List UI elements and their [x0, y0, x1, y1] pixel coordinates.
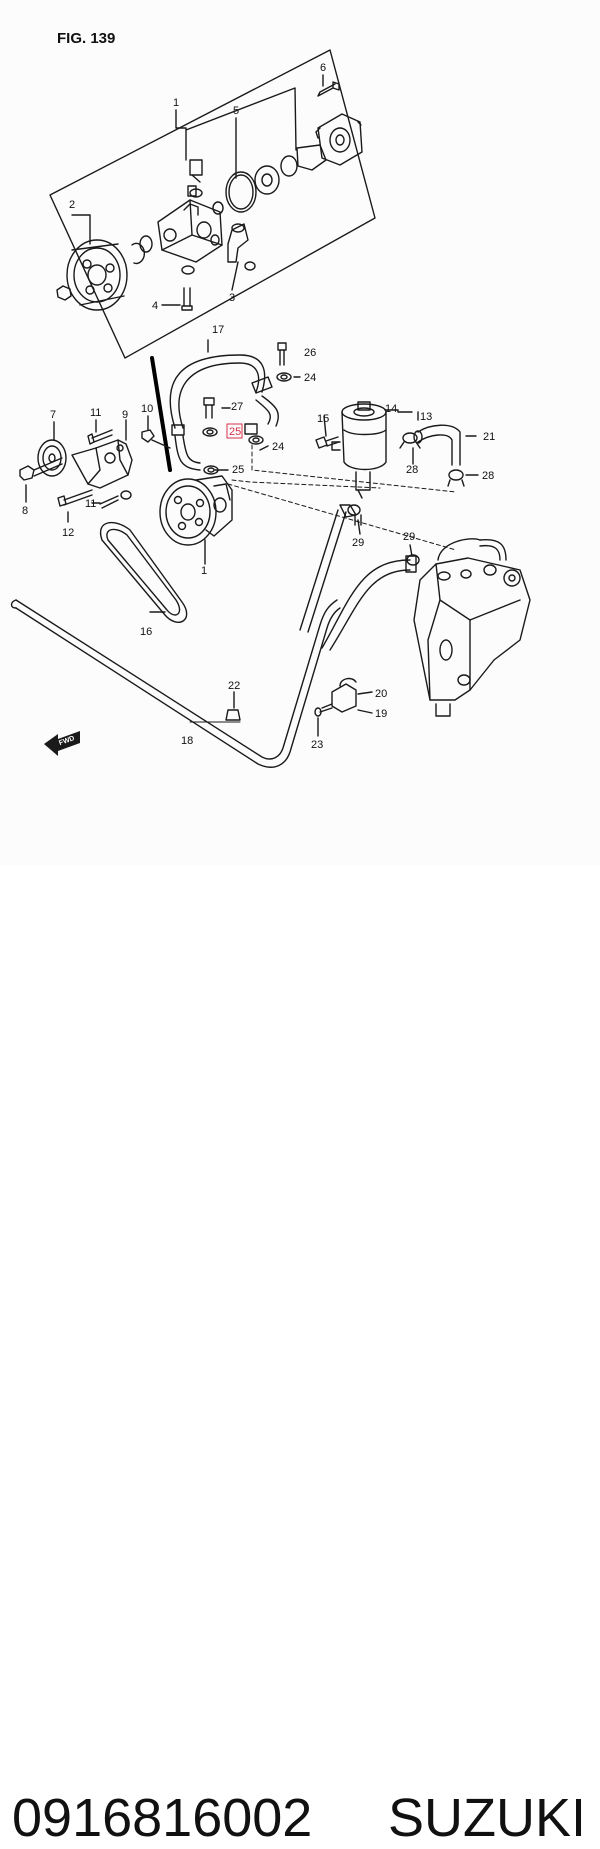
- callout-11a: 11: [90, 407, 101, 419]
- callout-25: 25: [232, 464, 244, 476]
- callout-24a: 24: [304, 372, 316, 384]
- exploded-frame: [49, 49, 376, 359]
- callout-12: 12: [62, 527, 74, 539]
- pump-assembly-lower: [159, 475, 233, 546]
- callout-1b: 1: [201, 565, 207, 577]
- callout-23: 23: [311, 739, 323, 751]
- parts-diagram: FIG. 139 FWD 1 2 3 4 5 6 7 8 9 10 11 11 …: [0, 0, 600, 865]
- pump-pulley-upper: [66, 239, 128, 311]
- footer: 0916816002 SUZUKI: [0, 865, 600, 1848]
- part-number: 0916816002: [12, 1788, 313, 1848]
- callout-1: 1: [173, 97, 179, 109]
- callout-26: 26: [304, 347, 316, 359]
- callout-28a: 28: [406, 464, 418, 476]
- callout-3: 3: [229, 292, 235, 304]
- callout-19: 19: [375, 708, 387, 720]
- callout-7: 7: [50, 409, 56, 421]
- callout-24b: 24: [272, 441, 284, 453]
- callout-21: 21: [483, 431, 495, 443]
- callout-27: 27: [231, 401, 243, 413]
- pump-rear-cover: [315, 113, 363, 166]
- fwd-arrow-icon: [44, 731, 80, 756]
- callout-2: 2: [69, 199, 75, 211]
- callout-4: 4: [152, 300, 158, 312]
- callout-11b: 11: [85, 498, 96, 510]
- pump-body-upper: [157, 199, 223, 275]
- callout-10: 10: [141, 403, 153, 415]
- callout-25-highlighted: 25: [229, 426, 241, 438]
- callout-22: 22: [228, 680, 240, 692]
- callout-20: 20: [375, 688, 387, 700]
- exploded-view-drawing: FIG. 139 FWD 1 2 3 4 5 6 7 8 9 10 11 11 …: [10, 30, 531, 768]
- reservoir-tank: [331, 401, 387, 499]
- callout-18: 18: [181, 735, 193, 747]
- callout-29a: 29: [352, 537, 364, 549]
- callout-9: 9: [122, 409, 128, 421]
- callout-5: 5: [233, 105, 239, 117]
- callout-28b: 28: [482, 470, 494, 482]
- figure-title: FIG. 139: [57, 30, 115, 47]
- callout-13: 13: [420, 411, 432, 423]
- callout-8: 8: [22, 505, 28, 517]
- brand-name: SUZUKI: [388, 1788, 587, 1848]
- callout-25-highlight-box: [226, 423, 243, 439]
- steering-gearbox: [413, 538, 531, 717]
- callout-16: 16: [140, 626, 152, 638]
- callout-29b: 29: [403, 531, 415, 543]
- callout-6: 6: [320, 62, 326, 74]
- callout-17: 17: [212, 324, 224, 336]
- callout-14: 14: [385, 403, 397, 415]
- callout-15: 15: [317, 413, 329, 425]
